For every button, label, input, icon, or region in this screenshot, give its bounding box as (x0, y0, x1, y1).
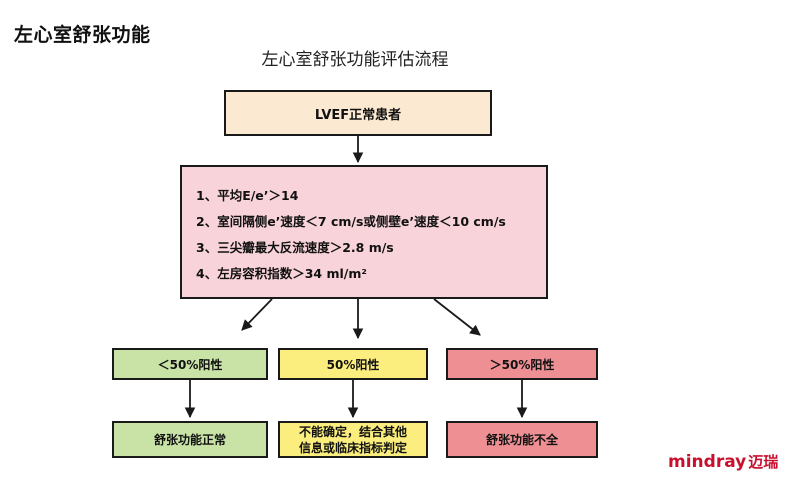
criteria-item-3: 3、三尖瓣最大反流速度＞2.8 m/s (196, 240, 394, 255)
arrow-criteria-to-lt50 (241, 298, 273, 331)
criteria-item-4: 4、左房容积指数＞34 ml/m² (196, 266, 367, 281)
criteria-item-2: 2、室间隔侧e’速度＜7 cm/s或侧壁e’速度＜10 cm/s (196, 214, 506, 229)
node-less-than-50-positive: ＜50%阳性 (112, 348, 268, 380)
arrow-criteria-to-gt50 (433, 298, 481, 336)
criteria-item-1: 1、平均E/e’＞14 (196, 188, 299, 203)
node-normal-diastolic-function: 舒张功能正常 (112, 421, 268, 458)
flow-title: 左心室舒张功能评估流程 (261, 50, 449, 70)
node-50-positive: 50%阳性 (278, 348, 428, 380)
node-diastolic-dysfunction: 舒张功能不全 (446, 421, 598, 458)
criteria-list: 1、平均E/e’＞14 2、室间隔侧e’速度＜7 cm/s或侧壁e’速度＜10 … (196, 183, 546, 287)
indeterminate-line-1: 不能确定，结合其他 (298, 424, 407, 439)
brand-name: mindray (668, 452, 747, 472)
node-indeterminate: 不能确定，结合其他 信息或临床指标判定 (278, 421, 428, 458)
brand-name-cn: 迈瑞 (748, 453, 779, 471)
node-lvef-normal: LVEF正常患者 (224, 90, 492, 136)
indeterminate-line-2: 信息或临床指标判定 (298, 440, 407, 455)
node-more-than-50-positive: ＞50%阳性 (446, 348, 598, 380)
page-heading: 左心室舒张功能 (14, 24, 151, 46)
node-criteria: 1、平均E/e’＞14 2、室间隔侧e’速度＜7 cm/s或侧壁e’速度＜10 … (180, 165, 548, 299)
